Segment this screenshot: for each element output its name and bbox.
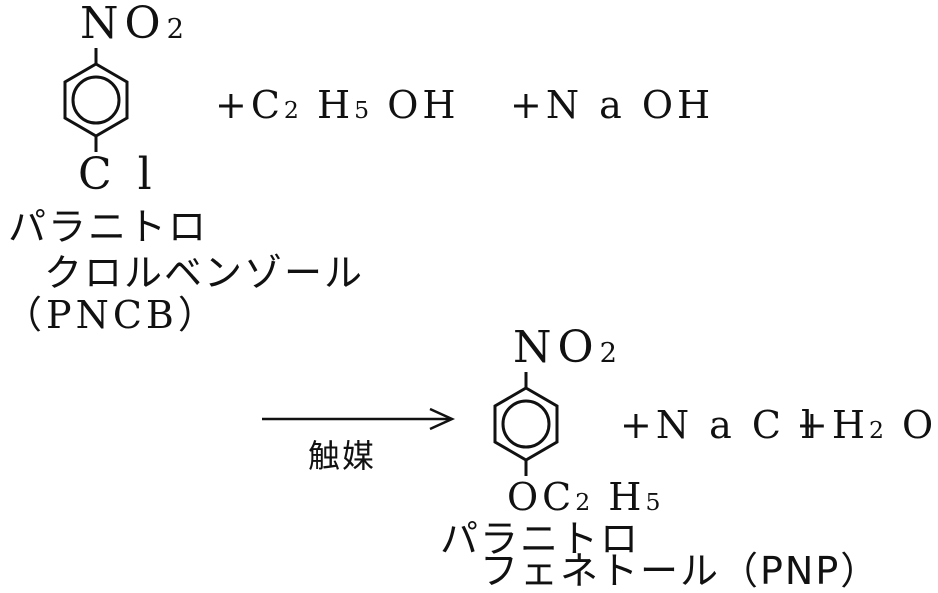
byproduct-sodium-chloride: +N a C l (620, 403, 818, 447)
byproduct-water: +H2 O (796, 403, 938, 447)
catalyst-label: 触媒 (308, 437, 377, 475)
product-aromatic-circle (501, 399, 551, 449)
product-nitro-group: NO2 (513, 322, 619, 373)
product-ethoxy-group: OC2 H5 (507, 475, 663, 519)
product-name-line1: パラニトロ (440, 517, 641, 561)
reactant-nitro-group: NO2 (80, 0, 186, 49)
reactant-benzene-ring (63, 48, 129, 152)
reactant-name-line1: パラニトロ (8, 205, 209, 249)
reagent-ethanol: +C2 H5 OH (215, 83, 460, 127)
reaction-arrow (262, 407, 456, 431)
reactant-name-line2: クロルベンゾール (44, 251, 365, 295)
reactant-abbreviation: （PNCB） (4, 293, 220, 337)
product-name-line2: フェネトール（PNP） (480, 549, 881, 593)
reagent-sodium-hydroxide: +N a OH (510, 83, 715, 127)
reactant-aromatic-circle (71, 75, 121, 125)
product-benzene-ring (493, 372, 559, 476)
reactant-chloro-group: C l (78, 149, 158, 200)
